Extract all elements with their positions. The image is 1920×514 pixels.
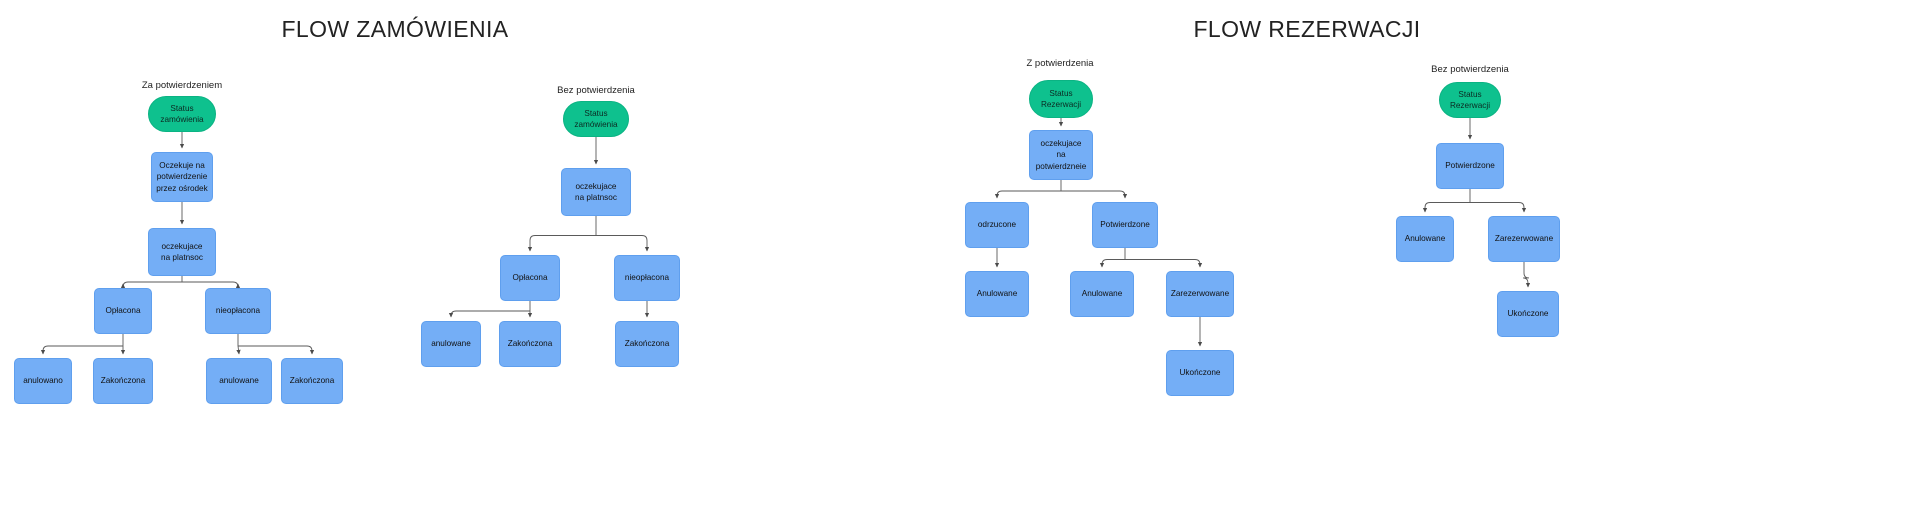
node-label: Anulowane (1081, 289, 1123, 299)
node-status-zamowienia-f1-start[interactable]: Status zamówienia (148, 96, 216, 132)
edge-f1-nieoplacona-to-f1-anulowane (236, 345, 241, 355)
node-potwierdzone-f4-potwierdzone[interactable]: Potwierdzone (1436, 143, 1504, 189)
node-oplacona-f1-oplacona[interactable]: Opłacona (94, 288, 152, 334)
node-oczekuje-na-potwierdzenie-przez-osrodek-f1-oczekuje[interactable]: Oczekuje na potwierdzenie przez ośrodek (151, 152, 213, 202)
node-anulowane-f3-anulowane-2[interactable]: Anulowane (1070, 271, 1134, 317)
node-anulowane-f3-anulowane-1[interactable]: Anulowane (965, 271, 1029, 317)
edge-f4-zarezerwowane-to-f4-ukonczone (1522, 262, 1531, 288)
node-potwierdzone-f3-potwierdzone[interactable]: Potwierdzone (1092, 202, 1158, 248)
node-label: oczekujace na platnsoc (575, 181, 617, 202)
node-label: Zakończona (289, 376, 335, 386)
node-zarezerwowane-f3-zarezerwowane[interactable]: Zarezerwowane (1166, 271, 1234, 317)
node-nieoplacona-f1-nieoplacona[interactable]: nieopłacona (205, 288, 271, 334)
node-zakonczona-f1-zakonczona-1[interactable]: Zakończona (93, 358, 153, 404)
node-oczekujace-na-platnsoc-f1-platnosc[interactable]: oczekujace na platnsoc (148, 228, 216, 276)
node-label: Opłacona (105, 306, 141, 316)
node-label: nieopłacona (215, 306, 261, 316)
node-status-zamowienia-f2-start[interactable]: Status zamówienia (563, 101, 629, 137)
node-label: Zakończona (100, 376, 146, 386)
edge-f2-platnosc-to-f2-oplacona (527, 235, 596, 252)
group-label-bez-potwierdzenia-3: Bez potwierdzenia (1431, 64, 1509, 75)
node-oplacona-f2-oplacona[interactable]: Opłacona (500, 255, 560, 301)
edge-f3-oczekujace-to-f3-potwierdzone (1061, 190, 1128, 199)
node-label: Status Rezerwacji (1449, 89, 1491, 110)
edge-f3-potwierdzone-to-f3-anulowane-2 (1099, 259, 1125, 268)
edge-f3-oczekujace-to-f3-odrzucone (994, 190, 1061, 199)
node-nieoplacona-f2-nieoplacona[interactable]: nieopłacona (614, 255, 680, 301)
node-ukonczone-f4-ukonczone[interactable]: Ukończone (1497, 291, 1559, 337)
node-label: Potwierdzone (1445, 161, 1495, 171)
node-label: Ukończone (1179, 368, 1221, 378)
node-anulowane-f1-anulowane[interactable]: anulowane (206, 358, 272, 404)
edge-f3-potwierdzone-to-f3-zarezerwowane (1125, 259, 1203, 268)
edge-f2-platnosc-to-f2-nieoplacona (596, 235, 650, 252)
node-label: nieopłacona (624, 273, 670, 283)
edge-f4-potwierdzone-to-f4-zarezerwowane (1470, 202, 1527, 213)
node-label: Anulowane (976, 289, 1018, 299)
node-oczekujace-na-platnsoc-f2-platnosc[interactable]: oczekujace na platnsoc (561, 168, 631, 216)
edge-f4-potwierdzone-to-f4-anulowane (1422, 202, 1470, 213)
node-label: Anulowane (1404, 234, 1446, 244)
node-label: anulowane (219, 376, 259, 386)
edge-f1-platnosc-to-f1-nieoplacona (182, 281, 241, 289)
node-anulowano-f1-anulowano[interactable]: anulowano (14, 358, 72, 404)
node-anulowane-f4-anulowane[interactable]: Anulowane (1396, 216, 1454, 262)
edge-f2-oplacona-to-f2-anulowane (448, 310, 530, 318)
node-label: anulowane (431, 339, 471, 349)
node-ukonczone-f3-ukonczone[interactable]: Ukończone (1166, 350, 1234, 396)
node-oczekujace-na-potwierdzneie-f3-oczekujace[interactable]: oczekujace na potwierdzneie (1029, 130, 1093, 180)
node-odrzucone-f3-odrzucone[interactable]: odrzucone (965, 202, 1029, 248)
node-label: Zakończona (507, 339, 553, 349)
node-label: oczekujace na platnsoc (161, 241, 203, 262)
node-zakonczona-f2-zakonczona-1[interactable]: Zakończona (499, 321, 561, 367)
node-label: Ukończone (1507, 309, 1549, 319)
node-label: Potwierdzone (1100, 220, 1150, 230)
edge-f1-platnosc-to-f1-oplacona (120, 281, 182, 289)
diagram-title-flow-rezerwacji: FLOW REZERWACJI (1193, 16, 1421, 42)
node-label: Status zamówienia (574, 108, 618, 129)
node-zarezerwowane-f4-zarezerwowane[interactable]: Zarezerwowane (1488, 216, 1560, 262)
node-label: anulowano (23, 376, 63, 386)
group-label-bez-potwierdzenia-1: Bez potwierdzenia (557, 85, 635, 96)
node-status-rezerwacji-f3-start[interactable]: Status Rezerwacji (1029, 80, 1093, 118)
node-label: Status zamówienia (160, 103, 204, 124)
edge-f1-nieoplacona-to-f1-zakonczona-2 (238, 345, 315, 355)
node-label: Zakończona (624, 339, 670, 349)
diagram-title-flow-zamowienia: FLOW ZAMÓWIENIA (281, 16, 509, 42)
node-label: Zarezerwowane (1494, 234, 1554, 244)
group-label-za-potwierdzeniem-0: Za potwierdzeniem (141, 80, 223, 91)
group-label-z-potwierdzenia-2: Z potwierdzenia (1026, 58, 1094, 69)
node-label: odrzucone (977, 220, 1017, 230)
node-status-rezerwacji-f4-start[interactable]: Status Rezerwacji (1439, 82, 1501, 118)
node-label: Zarezerwowane (1170, 289, 1230, 299)
node-label: Status Rezerwacji (1040, 88, 1082, 109)
node-label: oczekujace na potwierdzneie (1035, 139, 1087, 171)
edge-f1-oplacona-to-f1-anulowano (40, 345, 123, 355)
node-zakonczona-f2-zakonczona-2[interactable]: Zakończona (615, 321, 679, 367)
node-label: Oczekuje na potwierdzenie przez ośrodek (156, 161, 208, 193)
node-zakonczona-f1-zakonczona-2[interactable]: Zakończona (281, 358, 343, 404)
node-anulowane-f2-anulowane[interactable]: anulowane (421, 321, 481, 367)
node-label: Opłacona (512, 273, 548, 283)
